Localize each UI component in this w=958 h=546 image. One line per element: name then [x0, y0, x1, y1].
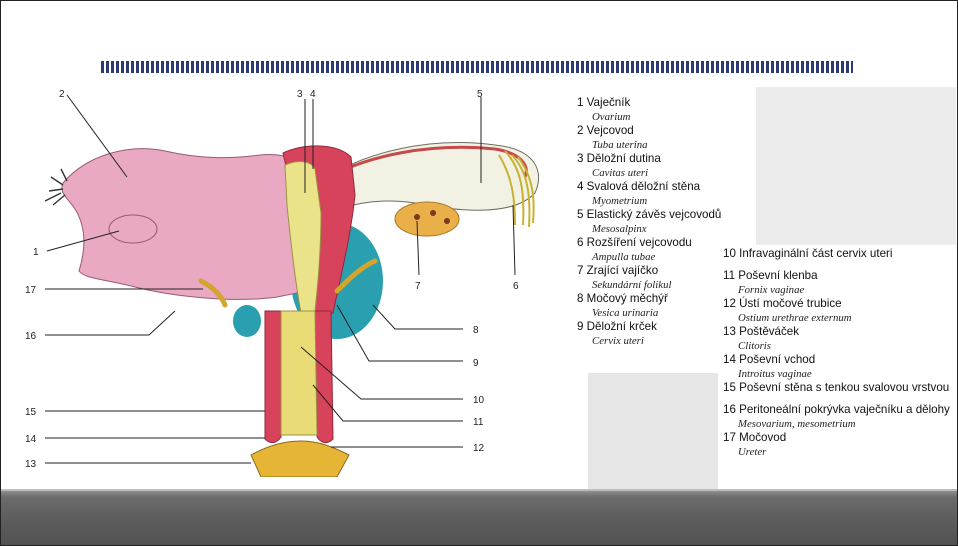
callout-5: 5 [477, 89, 483, 100]
callout-9: 9 [473, 358, 479, 369]
callout-16: 16 [25, 331, 37, 342]
vestibule-shape [251, 441, 349, 477]
legend-latin: Ovarium [577, 110, 757, 124]
callout-17: 17 [25, 285, 37, 296]
legend-label: 2 Vejcovod [577, 124, 757, 138]
callout-8: 8 [473, 325, 479, 336]
callout-7: 7 [415, 281, 421, 292]
legend-latin: Ureter [723, 445, 957, 459]
uterus-ligament-shape [62, 149, 315, 300]
legend-latin: Clitoris [723, 339, 957, 353]
callout-13: 13 [25, 459, 37, 470]
ovary-right [395, 202, 459, 236]
decorative-stripe [101, 61, 853, 73]
callout-1: 1 [33, 247, 39, 258]
legend-latin: Introitus vaginae [723, 367, 957, 381]
legend-latin: Myometrium [577, 194, 757, 208]
legend-label: 1 Vaječník [577, 96, 757, 110]
gray-panel [756, 87, 956, 245]
callout-10: 10 [473, 395, 485, 406]
legend-item: 15 Poševní stěna s tenkou svalovou vrstv… [723, 381, 957, 395]
legend-latin: Cavitas uteri [577, 166, 757, 180]
legend-latin: Tuba uterina [577, 138, 757, 152]
ovary-left [109, 215, 157, 243]
legend-item: 10 Infravaginální část cervix uteri [723, 247, 957, 261]
callout-11: 11 [473, 417, 484, 428]
legend-label: 12 Ústí močové trubice [723, 297, 957, 311]
legend-latin: Mesosalpinx [577, 222, 757, 236]
legend-label: 10 Infravaginální část cervix uteri [723, 247, 957, 261]
legend-gap [723, 395, 957, 403]
callout-14: 14 [25, 434, 37, 445]
legend-label: 17 Močovod [723, 431, 957, 445]
callout-6: 6 [513, 281, 519, 292]
legend-gap [723, 261, 957, 269]
legend-label: 16 Peritoneální pokrývka vaječníku a děl… [723, 403, 957, 417]
legend-label: 13 Poštěváček [723, 325, 957, 339]
leader-11 [313, 385, 463, 421]
callout-12: 12 [473, 443, 485, 454]
follicle-dot [444, 218, 450, 224]
legend-label: 3 Děložní dutina [577, 152, 757, 166]
vaginal-canal [281, 311, 317, 435]
vaginal-wall-left [265, 311, 281, 443]
bladder-shape [233, 305, 261, 337]
legend-label: 14 Poševní vchod [723, 353, 957, 367]
legend-latin: Mesovarium, mesometrium [723, 417, 957, 431]
legend-latin: Ostium urethrae externum [723, 311, 957, 325]
legend-right: 10 Infravaginální část cervix uteri 11 P… [723, 247, 957, 459]
gray-panel [588, 373, 718, 491]
callout-2: 2 [59, 89, 65, 100]
leader-16 [45, 311, 175, 335]
legend-label: 15 Poševní stěna s tenkou svalovou vrstv… [723, 381, 957, 395]
callout-3: 3 [297, 89, 303, 100]
callout-4: 4 [310, 89, 316, 100]
anatomy-diagram: 2 1 3 4 5 7 6 8 9 10 11 12 13 14 15 16 1… [15, 85, 587, 477]
callout-15: 15 [25, 407, 37, 418]
legend-label: 11 Poševní klenba [723, 269, 957, 283]
leader-8 [373, 305, 463, 329]
slide-footer-band [1, 489, 957, 545]
legend-label: 5 Elastický závěs vejcovodů [577, 208, 757, 222]
follicle-dot [430, 210, 436, 216]
legend-latin: Fornix vaginae [723, 283, 957, 297]
legend-label: 4 Svalová děložní stěna [577, 180, 757, 194]
follicle-dot [414, 214, 420, 220]
legend-item: 16 Peritoneální pokrývka vaječníku a děl… [723, 403, 957, 431]
vaginal-wall-right [315, 311, 333, 443]
